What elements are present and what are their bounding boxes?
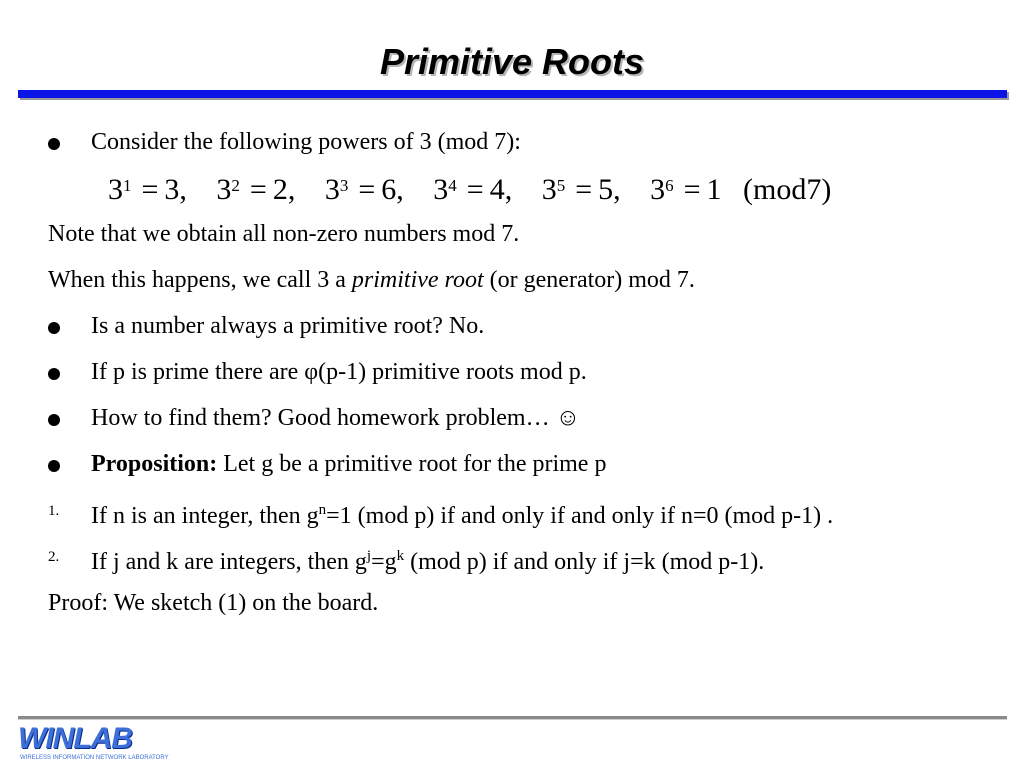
power-term-2: 32=2, — [216, 173, 296, 206]
list-number-1: 1. — [48, 503, 60, 519]
power-term-4: 34=4, — [433, 173, 513, 206]
bullet-always-primitive: Is a number always a primitive root? No. — [91, 313, 485, 339]
mod-label: (mod7) — [743, 173, 832, 206]
numbered-item-2: If j and k are integers, then gj=gk (mod… — [91, 548, 765, 575]
bullet-icon — [48, 322, 60, 334]
bullet-powers-intro: Consider the following powers of 3 (mod … — [91, 129, 521, 155]
list-number-2: 2. — [48, 549, 60, 565]
bullet-phi-count: If p is prime there are φ(p-1) primitive… — [91, 359, 587, 385]
phi-symbol: φ — [304, 359, 319, 385]
footer-divider — [18, 716, 1007, 720]
title-underline-bar — [18, 90, 1007, 98]
bullet-homework: How to find them? Good homework problem…… — [91, 405, 581, 431]
power-term-5: 35=5, — [541, 173, 621, 206]
bullet-icon — [48, 138, 60, 150]
power-term-6: 36=1 — [650, 173, 722, 206]
bullet-icon — [48, 414, 60, 426]
powers-equation: 31=3, 32=2, 33=6, 34=4, 35=5, 36=1 (mod7… — [108, 170, 831, 210]
logo-subtitle: WIRELESS INFORMATION NETWORK LABORATORY — [20, 755, 169, 761]
note-line: Note that we obtain all non-zero numbers… — [48, 221, 520, 247]
proposition-label: Proposition: — [91, 451, 218, 477]
proof-line: Proof: We sketch (1) on the board. — [48, 590, 379, 616]
power-term-1: 31=3, — [108, 173, 187, 206]
bullet-proposition: Proposition: Let g be a primitive root f… — [91, 451, 607, 477]
definition-line: When this happens, we call 3 a primitive… — [48, 267, 695, 293]
power-term-3: 33=6, — [324, 173, 404, 206]
winlab-logo: WINLAB WIRELESS INFORMATION NETWORK LABO… — [18, 722, 169, 764]
logo-name: WINLAB — [18, 722, 133, 755]
slide-title: Primitive Roots — [379, 41, 645, 82]
bullet-icon — [48, 368, 60, 380]
primitive-root-term: primitive root — [351, 267, 484, 293]
bullet-icon — [48, 460, 60, 472]
numbered-item-1: If n is an integer, then gn=1 (mod p) if… — [91, 502, 834, 529]
